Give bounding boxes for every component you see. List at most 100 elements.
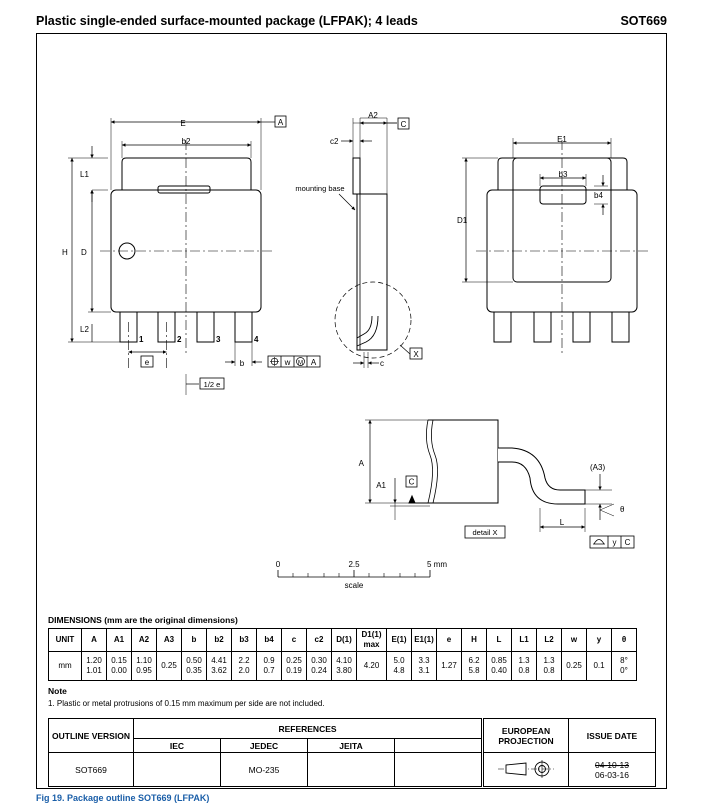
label-b2: b2: [182, 137, 191, 146]
label-L1: L1: [80, 170, 89, 179]
dim-value: 0.30: [311, 656, 327, 665]
label-A1: A1: [376, 481, 386, 490]
dim-value: 1.10: [136, 656, 152, 665]
scale-label: scale: [345, 581, 364, 590]
dim-value: 0°: [620, 666, 628, 675]
dim-header-cell: D(1): [331, 628, 357, 652]
scale-2-5: 2.5: [348, 560, 360, 569]
label-A2: A2: [368, 111, 378, 120]
scale-labels: 0 2.5 5 mm scale: [276, 560, 448, 590]
issue-date-header: ISSUE DATE: [568, 718, 656, 753]
label-c2: c2: [330, 137, 339, 146]
dim-header-cell: e: [436, 628, 462, 652]
dim-value: 0.24: [311, 666, 327, 675]
note-heading: Note: [48, 686, 67, 696]
iec-header: IEC: [133, 738, 221, 753]
iec-value: [133, 752, 221, 787]
dim-value-cell: 8°0°: [611, 651, 637, 681]
jeita-value: [307, 752, 395, 787]
label-theta: θ: [620, 505, 625, 514]
dim-header-cell: b: [181, 628, 207, 652]
scale-5mm: 5 mm: [427, 560, 447, 569]
package-title: Plastic single-ended surface-mounted pac…: [36, 14, 418, 28]
dim-value: 0.50: [186, 656, 202, 665]
package-drawing: E A b2 L1 H D L2 1 2 3 4 e 1/2 e b w M A: [62, 111, 648, 590]
dim-value: 6.2: [468, 656, 480, 665]
dim-value: 4.8: [393, 666, 405, 675]
label-C-detail: C: [409, 478, 415, 487]
dim-value: 2.2: [238, 656, 250, 665]
label-E: E: [180, 119, 185, 128]
dim-value-cell: 4.20: [356, 651, 387, 681]
front-view: [68, 115, 321, 395]
issue-date-value: 04-10-13 06-03-16: [568, 752, 656, 787]
dim-value: 0.9: [263, 656, 275, 665]
label-e: e: [145, 358, 150, 367]
dim-value: 5.8: [468, 666, 480, 675]
dim-value: 3.3: [418, 656, 430, 665]
issue-date-new: 06-03-16: [594, 769, 630, 780]
label-C-ref: C: [401, 120, 407, 129]
label-tol-M: M: [298, 361, 303, 367]
label-D: D: [81, 248, 87, 257]
dim-value: 1.01: [86, 666, 102, 675]
package-code: SOT669: [620, 14, 667, 28]
label-A-dim: A: [359, 459, 365, 468]
scale-0: 0: [276, 560, 281, 569]
label-c: c: [380, 359, 384, 368]
dim-header-cell: b4: [256, 628, 282, 652]
dim-header-cell: b2: [206, 628, 232, 652]
label-b4: b4: [594, 191, 603, 200]
dim-header-cell: H: [461, 628, 487, 652]
jedec-value: MO-235: [220, 752, 308, 787]
note-text: 1. Plastic or metal protrusions of 0.15 …: [48, 699, 325, 708]
label-mounting-base: mounting base: [295, 184, 344, 193]
ref-spare-header: [394, 738, 483, 753]
dim-value: 0.8: [543, 666, 555, 675]
dim-value: 0.95: [136, 666, 152, 675]
label-L: L: [560, 518, 565, 527]
references-table: OUTLINE VERSION REFERENCES EUROPEAN PROJ…: [48, 718, 656, 787]
dim-value: 0.40: [491, 666, 507, 675]
dim-header-cell: E1(1): [411, 628, 437, 652]
dimensions-title: DIMENSIONS (mm are the original dimensio…: [48, 615, 238, 625]
dim-header-cell: w: [561, 628, 587, 652]
dim-value-cell: 0.25: [156, 651, 182, 681]
dim-value: 0.25: [286, 656, 302, 665]
label-b: b: [240, 359, 245, 368]
label-lead-3: 3: [216, 335, 221, 344]
dim-value: 1.3: [518, 656, 530, 665]
label-lead-4: 4: [254, 335, 259, 344]
label-lead-1: 1: [139, 335, 144, 344]
dim-header-cell: D1(1) max: [356, 628, 387, 652]
dim-value: 8°: [620, 656, 628, 665]
label-A-ref: A: [278, 118, 284, 127]
front-view-labels: E A b2 L1 H D L2 1 2 3 4 e 1/2 e b w M A: [62, 118, 317, 389]
label-H: H: [62, 248, 68, 257]
dim-header-cell: E(1): [386, 628, 412, 652]
dim-header-cell: θ: [611, 628, 637, 652]
bottom-view-labels: E1 b3 b4 D1: [457, 135, 603, 225]
dim-header-cell: L1: [511, 628, 537, 652]
dim-value: 4.10: [336, 656, 352, 665]
dim-value: 3.80: [336, 666, 352, 675]
label-tol-A: A: [311, 358, 317, 367]
dim-header-cell: A3: [156, 628, 182, 652]
dim-value: 2.0: [238, 666, 250, 675]
dim-header-cell: A: [81, 628, 107, 652]
dim-header-cell: A1: [106, 628, 132, 652]
label-half-e: 1/2 e: [204, 380, 221, 389]
label-C-tol: C: [625, 538, 631, 547]
